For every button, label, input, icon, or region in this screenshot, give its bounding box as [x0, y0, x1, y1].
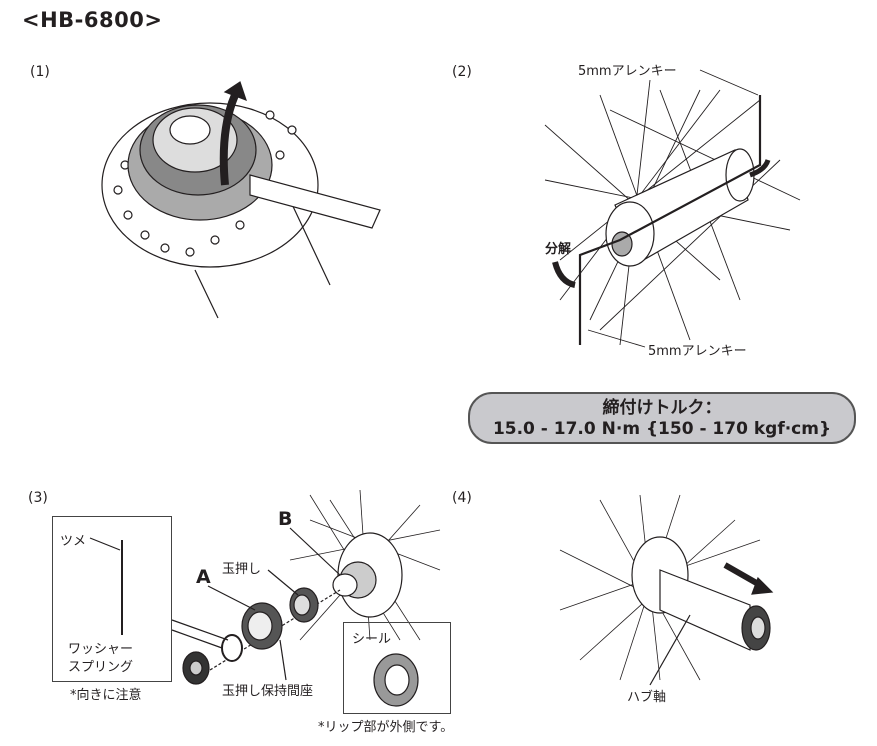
seal-label: シール	[352, 632, 392, 647]
orientation-note: *向きに注意	[70, 688, 142, 703]
washer-spring-detail-box	[52, 516, 172, 682]
allen-key-label-bottom: 5mmアレンキー	[648, 344, 747, 359]
step-2-label: (2)	[452, 64, 472, 80]
lip-note: *リップ部が外側です。	[318, 720, 454, 735]
wheel-illustration-2	[544, 69, 801, 348]
torque-value: 15.0 - 17.0 N·m {150 - 170 kgf·cm}	[492, 419, 832, 439]
page-title: <HB-6800>	[22, 8, 163, 32]
disassemble-label: 分解	[545, 242, 572, 257]
hub-axle-illustration-4	[559, 494, 774, 686]
hub-axle-label: ハブ軸	[627, 690, 667, 705]
step-1-label: (1)	[30, 64, 50, 80]
step-3-label: (3)	[28, 490, 48, 506]
cone-label: 玉押し	[222, 562, 262, 577]
torque-label: 締付けトルク：	[602, 398, 722, 418]
washer-label-line1: ワッシャー	[68, 642, 134, 657]
cone-spacer-label: 玉押し保持間座	[222, 684, 314, 699]
torque-spec-box: 締付けトルク： 15.0 - 17.0 N·m {150 - 170 kgf·c…	[468, 392, 856, 444]
exploded-view-illustration-3	[89, 489, 441, 707]
allen-key-label-top: 5mmアレンキー	[578, 64, 677, 79]
label-a: A	[196, 566, 211, 588]
step-4-label: (4)	[452, 490, 472, 506]
washer-label-line2: スプリング	[68, 660, 134, 675]
seal-detail-box	[343, 622, 451, 714]
hub-flange-illustration-1	[101, 81, 381, 319]
label-b: B	[278, 508, 293, 530]
claw-label: ツメ	[60, 534, 87, 549]
